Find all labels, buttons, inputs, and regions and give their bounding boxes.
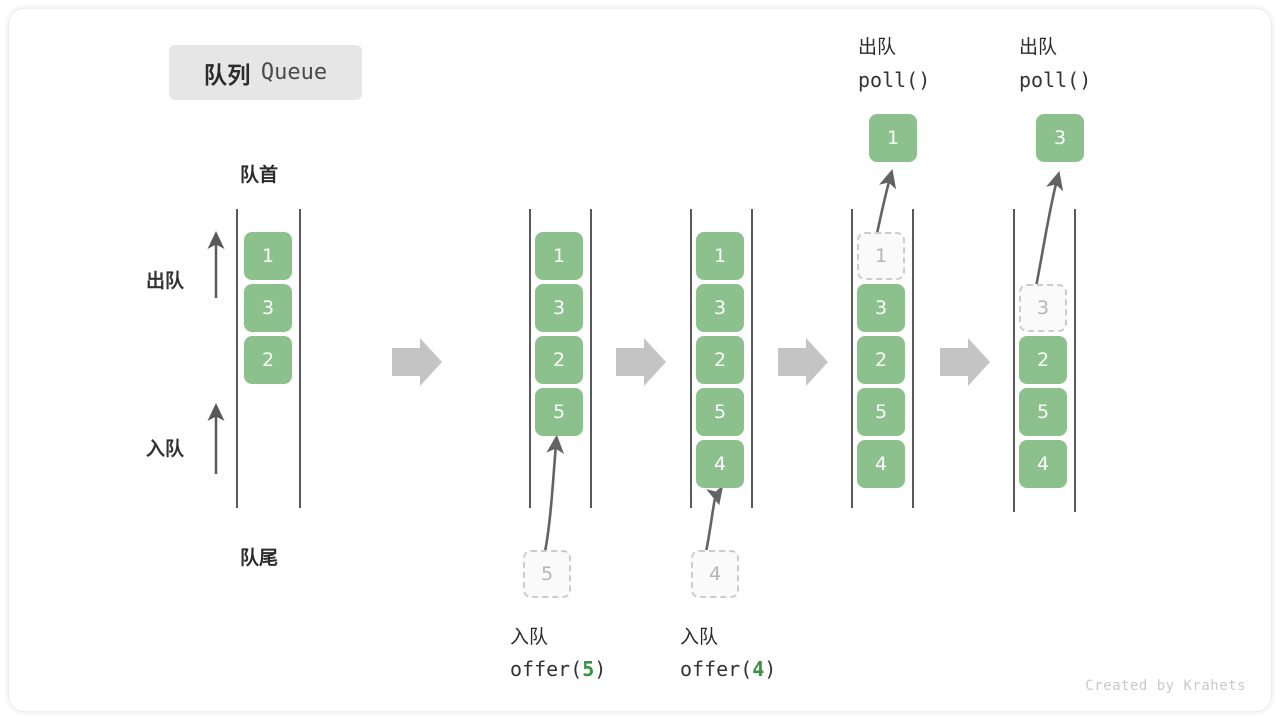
- queue-element: 4: [857, 440, 905, 488]
- code-name: offer(: [680, 657, 753, 681]
- code-close: ): [764, 657, 777, 681]
- enqueue-direction-label: 入队: [146, 439, 185, 460]
- incoming-element-ghost: 4: [691, 550, 739, 598]
- operation-label-cn: 出队: [858, 37, 897, 58]
- queue-element: 5: [857, 388, 905, 436]
- queue-element: 3: [244, 284, 292, 332]
- queue-tail-label: 队尾: [240, 548, 279, 569]
- queue-element: 5: [1019, 388, 1067, 436]
- dequeue-direction-label: 出队: [146, 271, 185, 292]
- queue-element: 1: [696, 232, 744, 280]
- operation-label-code: offer(5): [510, 657, 606, 681]
- operation-label-cn: 入队: [510, 627, 549, 648]
- operation-label-code: poll(): [1019, 68, 1092, 92]
- queue-element-ghost: 1: [857, 232, 905, 280]
- queue-element: 5: [535, 388, 583, 436]
- queue-head-label: 队首: [240, 165, 279, 186]
- operation-label-cn: 入队: [680, 627, 719, 648]
- queue-element: 3: [857, 284, 905, 332]
- code-arg: 4: [752, 657, 765, 681]
- queue-element-ghost: 3: [1019, 284, 1067, 332]
- queue-element: 1: [535, 232, 583, 280]
- queue-element: 1: [244, 232, 292, 280]
- code-close: ): [594, 657, 607, 681]
- code-arg: 5: [582, 657, 595, 681]
- operation-label-code: offer(4): [680, 657, 776, 681]
- queue-element: 2: [857, 336, 905, 384]
- queue-element: 5: [696, 388, 744, 436]
- diagram-card: [8, 8, 1272, 712]
- queue-element: 2: [244, 336, 292, 384]
- operation-label-code: poll(): [858, 68, 931, 92]
- queue-element: 3: [535, 284, 583, 332]
- title-english: Queue: [260, 60, 328, 85]
- code-name: offer(: [510, 657, 583, 681]
- queue-element: 4: [1019, 440, 1067, 488]
- operation-label-cn: 出队: [1019, 37, 1058, 58]
- incoming-element-ghost: 5: [523, 550, 571, 598]
- diagram-title-chip: 队列 Queue: [169, 45, 362, 100]
- queue-element: 4: [696, 440, 744, 488]
- queue-element: 2: [696, 336, 744, 384]
- queue-element: 3: [696, 284, 744, 332]
- popped-element: 3: [1036, 114, 1084, 162]
- credit-text: Created by Krahets: [1085, 678, 1246, 694]
- queue-element: 2: [1019, 336, 1067, 384]
- title-chinese: 队列: [203, 61, 251, 88]
- queue-element: 2: [535, 336, 583, 384]
- popped-element: 1: [869, 114, 917, 162]
